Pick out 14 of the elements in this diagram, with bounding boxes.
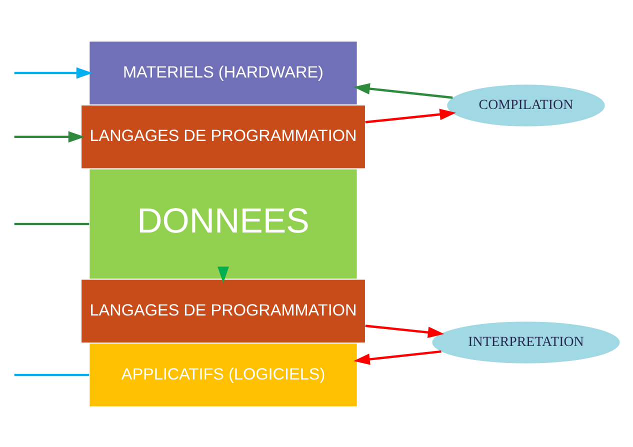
arrow (354, 350, 442, 364)
arrow (365, 108, 456, 123)
node-ellipse: COMPILATION (447, 84, 605, 126)
arrow (14, 130, 85, 142)
arrow (365, 324, 444, 338)
connector (14, 373, 90, 376)
node-box: APPLICATIFS (LOGICIELS) (90, 343, 357, 406)
node-ellipse: INTERPRETATION (432, 321, 620, 363)
arrow (354, 82, 453, 98)
node-box: LANGAGES DE PROGRAMMATION (82, 105, 365, 168)
node-box: MATERIELS (HARDWARE) (90, 41, 357, 104)
arrow (218, 266, 229, 282)
arrow (14, 66, 93, 78)
connector (14, 222, 90, 225)
